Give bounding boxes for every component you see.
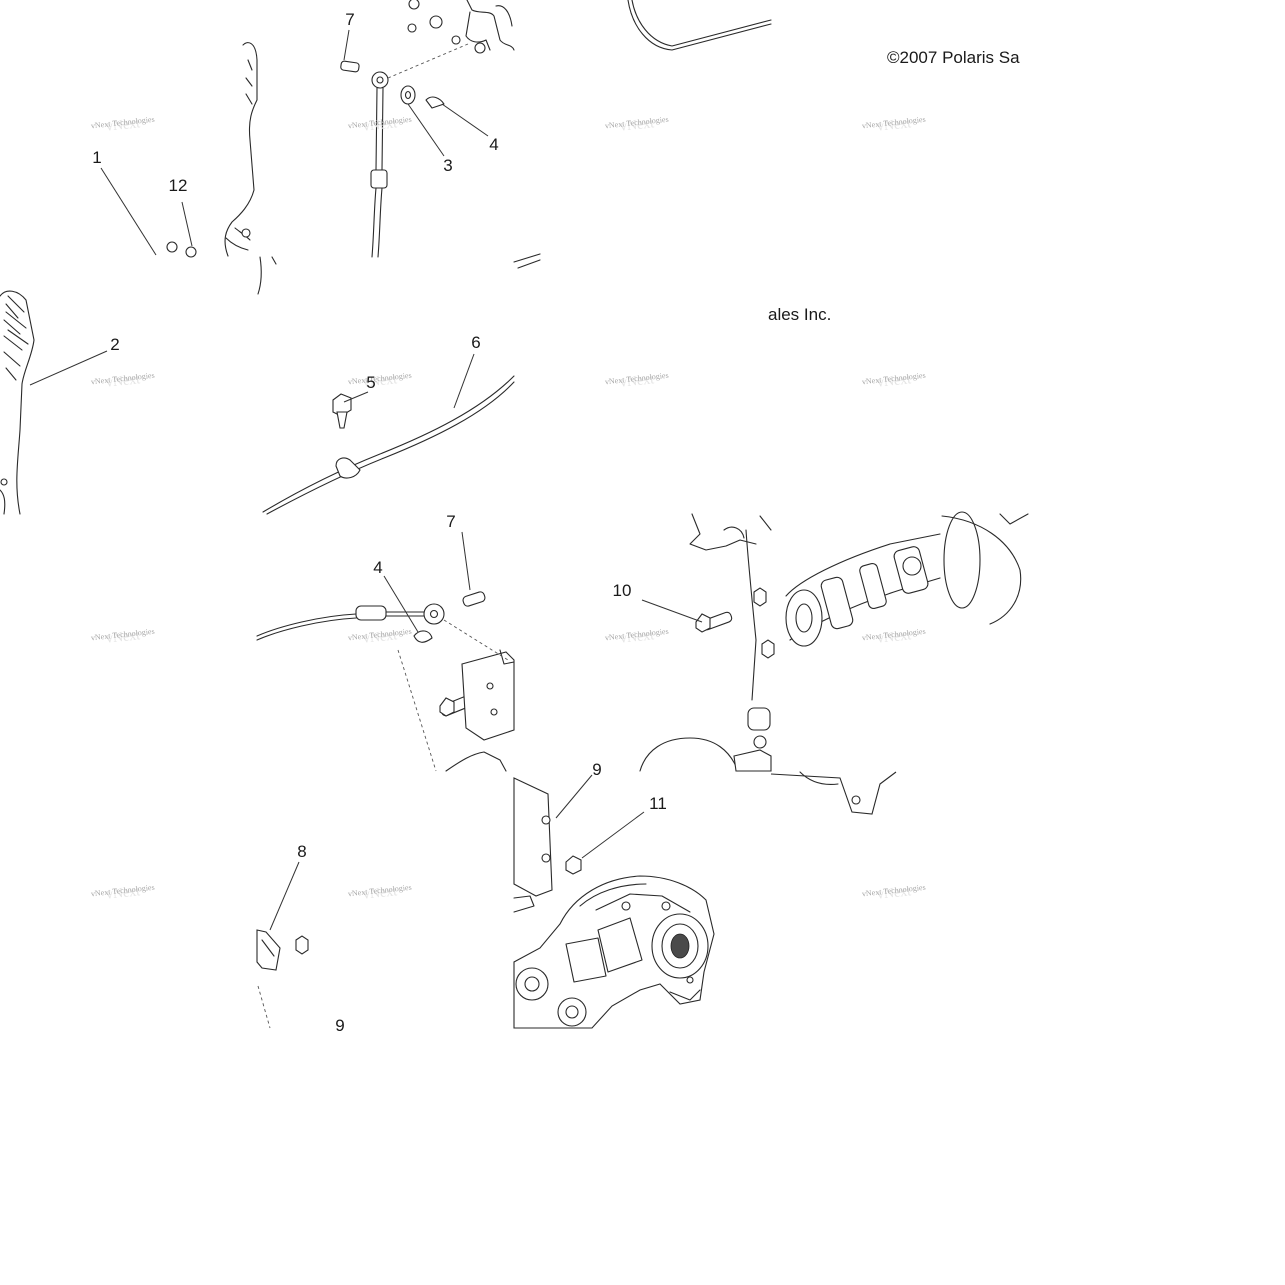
mount-bracket-9 (513, 777, 553, 913)
cable-lower (256, 603, 445, 641)
brake-pad-8 (256, 929, 281, 971)
leader-10 (641, 599, 703, 623)
watermark-ghost: vNext (876, 372, 912, 391)
callout-c6: 6 (471, 333, 480, 352)
watermark-ghost: vNext (619, 628, 655, 647)
drive-shaft (785, 511, 1029, 647)
leader-7-lower (461, 531, 471, 591)
callout-c10: 10 (613, 581, 632, 600)
leader-7-upper (343, 29, 350, 61)
caliper-lower-right (770, 771, 897, 815)
dashed-lower (257, 985, 271, 1029)
cable-loop (513, 0, 772, 269)
dashed-alignment-upper (387, 43, 469, 79)
leader-1 (100, 167, 157, 256)
clevis-pin-7-upper (340, 60, 360, 73)
leader-9-upper (555, 774, 593, 819)
watermark-ghost: vNext (362, 116, 398, 135)
callout-c4a: 4 (489, 135, 498, 154)
callout-c1: 1 (92, 148, 101, 167)
watermark-ghost: vNext (362, 628, 398, 647)
cable-mid (262, 375, 515, 515)
callout-c5: 5 (366, 373, 375, 392)
watermark-ghost: vNext (105, 884, 141, 903)
lever-bracket-lower-edge (257, 256, 277, 295)
push-fastener-5 (332, 393, 352, 429)
watermark-ghost: vNext (619, 116, 655, 135)
nut-11 (565, 855, 582, 875)
watermark-ghost: vNext (876, 884, 912, 903)
mount-bracket (689, 513, 772, 701)
copyright-text-left: ©2007 Polaris Sa (887, 48, 1020, 67)
cable-clamp-mid (335, 457, 361, 479)
leader-12 (181, 201, 193, 247)
callout-c4b: 4 (373, 558, 382, 577)
hand-lever-grip (0, 290, 35, 515)
watermark-ghost: vNext (362, 884, 398, 903)
bolt-10 (695, 611, 733, 633)
callout-c3: 3 (443, 156, 452, 175)
clevis-pin-7-lower (462, 591, 486, 607)
callout-c12: 12 (169, 176, 188, 195)
leader-4-lower (383, 575, 419, 633)
hand-lever-upper (166, 42, 258, 258)
differential-housing (513, 875, 715, 1029)
cotter-pin-4-upper (425, 96, 445, 109)
callout-c2: 2 (110, 335, 119, 354)
nut-near-8 (295, 935, 309, 955)
caliper-body-lower (733, 707, 772, 772)
leader-11 (581, 811, 645, 859)
caliper-edge (445, 751, 507, 772)
copyright-text-right: ales Inc. (768, 305, 831, 324)
watermark-ghost: vNext (619, 372, 655, 391)
cotter-pin-4-lower (413, 630, 433, 643)
callout-c7b: 7 (446, 512, 455, 531)
callout-c8: 8 (297, 842, 306, 861)
caliper-bracket (461, 649, 515, 741)
watermark-ghost: vNext (876, 116, 912, 135)
leader-2 (29, 350, 108, 386)
leader-4-upper (441, 103, 489, 137)
washer-3-upper (400, 85, 416, 105)
callout-c11: 11 (649, 794, 667, 813)
cable-end-upper (370, 71, 389, 258)
watermark-ghost: vNext (105, 628, 141, 647)
callout-c9a: 9 (592, 760, 601, 779)
dashed-alignment-lower (397, 619, 509, 772)
callout-c7a: 7 (345, 10, 354, 29)
watermark-ghost: vNext (105, 116, 141, 135)
callout-c9b: 9 (335, 1016, 344, 1035)
nut-lower-mid (753, 587, 775, 659)
lever-bracket-upper (407, 0, 515, 54)
watermark-ghost: vNext (105, 372, 141, 391)
leader-5 (343, 391, 369, 403)
leader-8 (269, 861, 300, 931)
leader-6 (453, 353, 475, 409)
brake-disc-edge (639, 737, 739, 772)
leader-3 (407, 103, 445, 157)
watermark-ghost: vNext (362, 372, 398, 391)
watermark-ghost: vNext (876, 628, 912, 647)
